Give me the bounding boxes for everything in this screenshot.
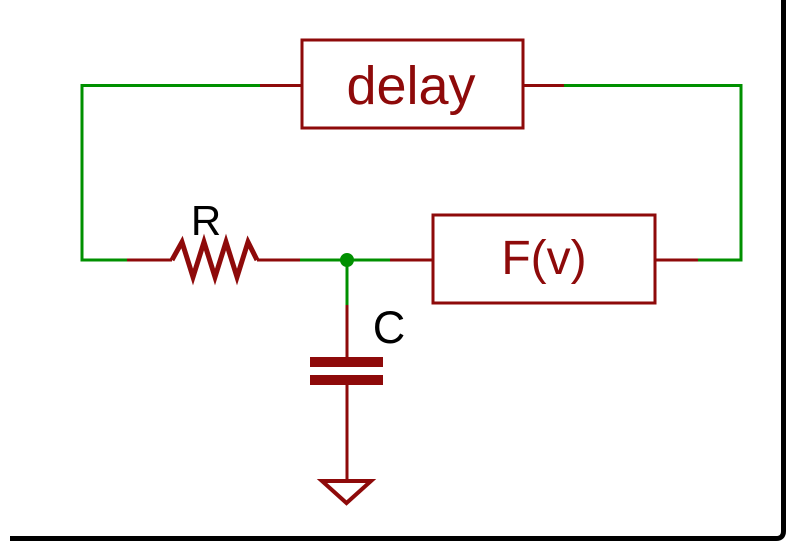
junction-dot: [340, 253, 354, 267]
ground-symbol: [316, 479, 377, 506]
delay-block: [300, 38, 525, 130]
capacitor-plate-bottom: [310, 375, 383, 385]
capacitor-label: C: [373, 302, 406, 353]
window-edge: [10, 0, 786, 541]
resistor-label: R: [191, 197, 221, 244]
resistor-symbol: [169, 233, 260, 286]
fv-block: [431, 213, 657, 305]
capacitor-plate-top: [310, 357, 383, 367]
delay-block-label: delay: [346, 56, 475, 116]
fv-block-label: F(v): [501, 232, 586, 285]
